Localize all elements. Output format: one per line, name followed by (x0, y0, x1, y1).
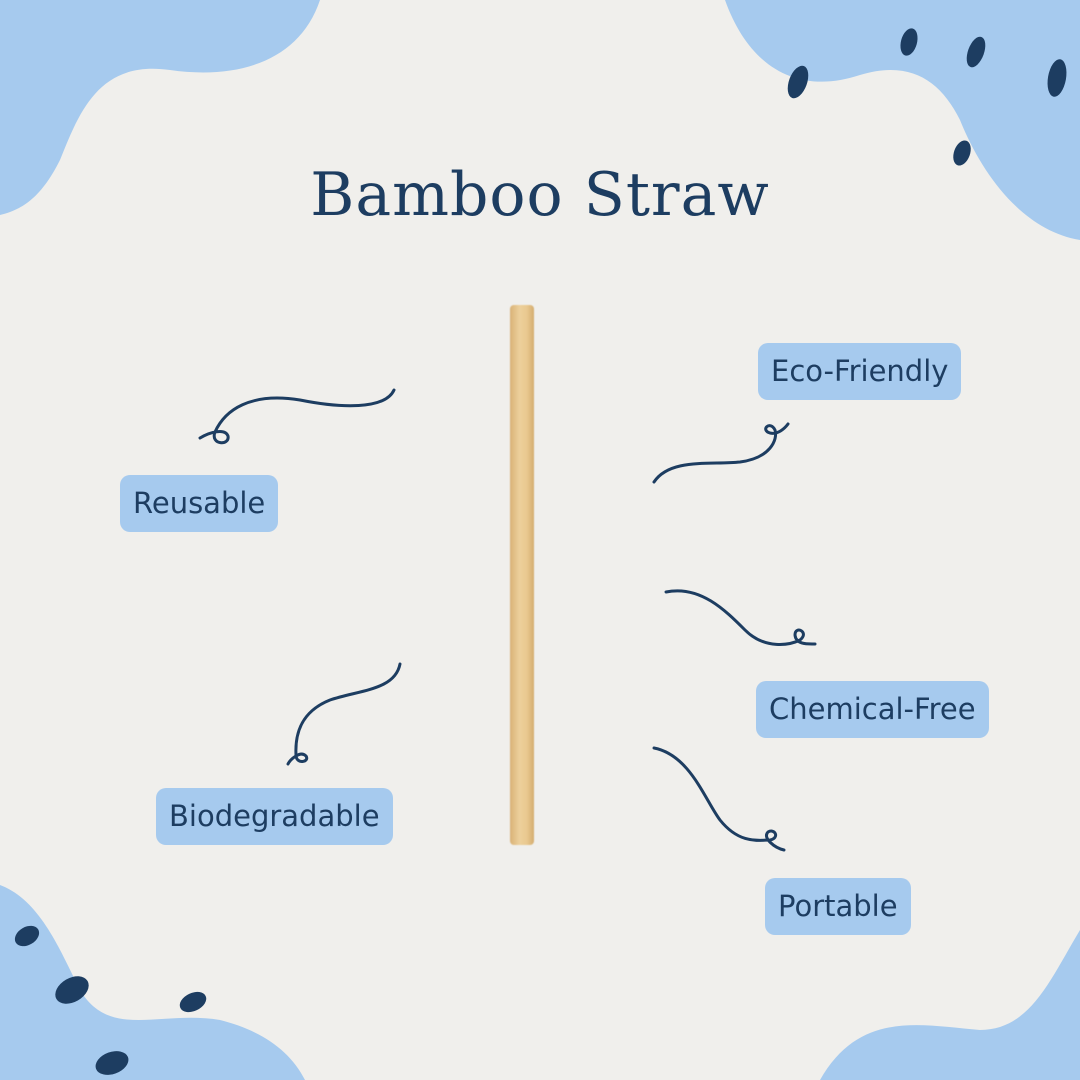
squiggle-biodegradable (286, 662, 402, 766)
dot (900, 28, 918, 56)
page-title: Bamboo Straw (310, 160, 770, 230)
label-portable: Portable (765, 878, 911, 935)
squiggle-reusable (198, 388, 396, 445)
bamboo-straw-image (510, 305, 534, 845)
dot (1047, 59, 1067, 97)
dot (55, 976, 89, 1004)
blob-top-left (0, 0, 320, 215)
dot (787, 65, 809, 99)
dot (179, 991, 207, 1013)
dot (966, 36, 986, 68)
label-chemical-free: Chemical-Free (756, 681, 989, 738)
dot (95, 1051, 129, 1075)
squiggle-chemical-free (664, 589, 817, 646)
dot (14, 925, 40, 947)
blob-bottom-right (820, 930, 1080, 1080)
label-biodegradable: Biodegradable (156, 788, 393, 845)
label-eco-friendly: Eco-Friendly (758, 343, 962, 400)
dot (953, 140, 971, 166)
squiggle-eco-friendly (652, 422, 790, 484)
squiggle-portable (652, 746, 786, 852)
label-reusable: Reusable (120, 475, 279, 532)
blob-bottom-left (0, 885, 305, 1080)
blob-top-right (725, 0, 1080, 240)
